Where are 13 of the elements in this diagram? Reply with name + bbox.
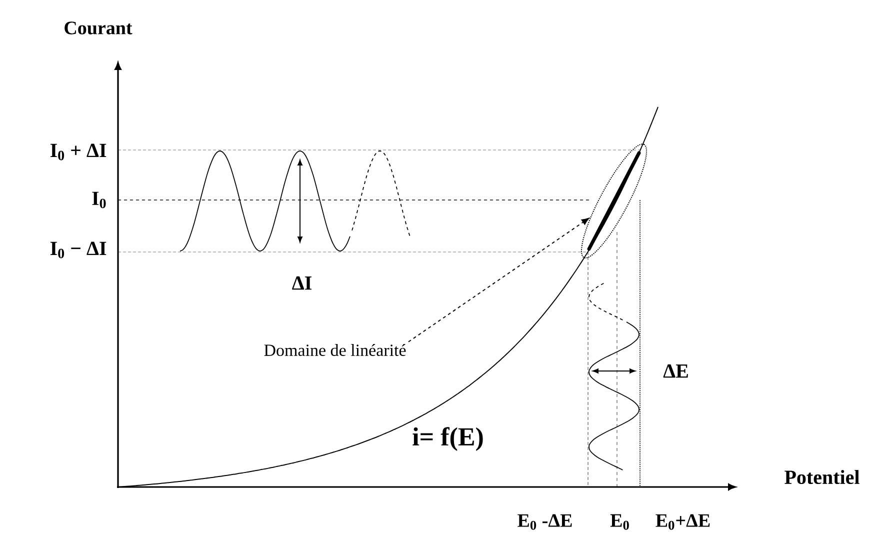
- tick-label: I$_{0}$ − ΔI: [50, 242, 106, 258]
- tick-label: I$_{0}$ + ΔI: [50, 144, 106, 160]
- function-label: i= f(E): [412, 427, 483, 451]
- axis-label: Potentiel: [784, 470, 860, 484]
- tick-label: E$_{0}$: [610, 514, 629, 530]
- amplitude-label: ΔE: [663, 364, 688, 378]
- amplitude-label: ΔI: [292, 276, 312, 290]
- tick-label: E$_{0}$ -ΔE: [518, 514, 572, 530]
- axis-label: Courant: [64, 22, 132, 34]
- leader-arrow: [408, 218, 590, 342]
- tick-label: E$_{0}$+ΔE: [656, 514, 710, 530]
- tick-label: I$_{0}$: [92, 192, 106, 208]
- annotation-text: Domaine de linéarité: [264, 344, 406, 356]
